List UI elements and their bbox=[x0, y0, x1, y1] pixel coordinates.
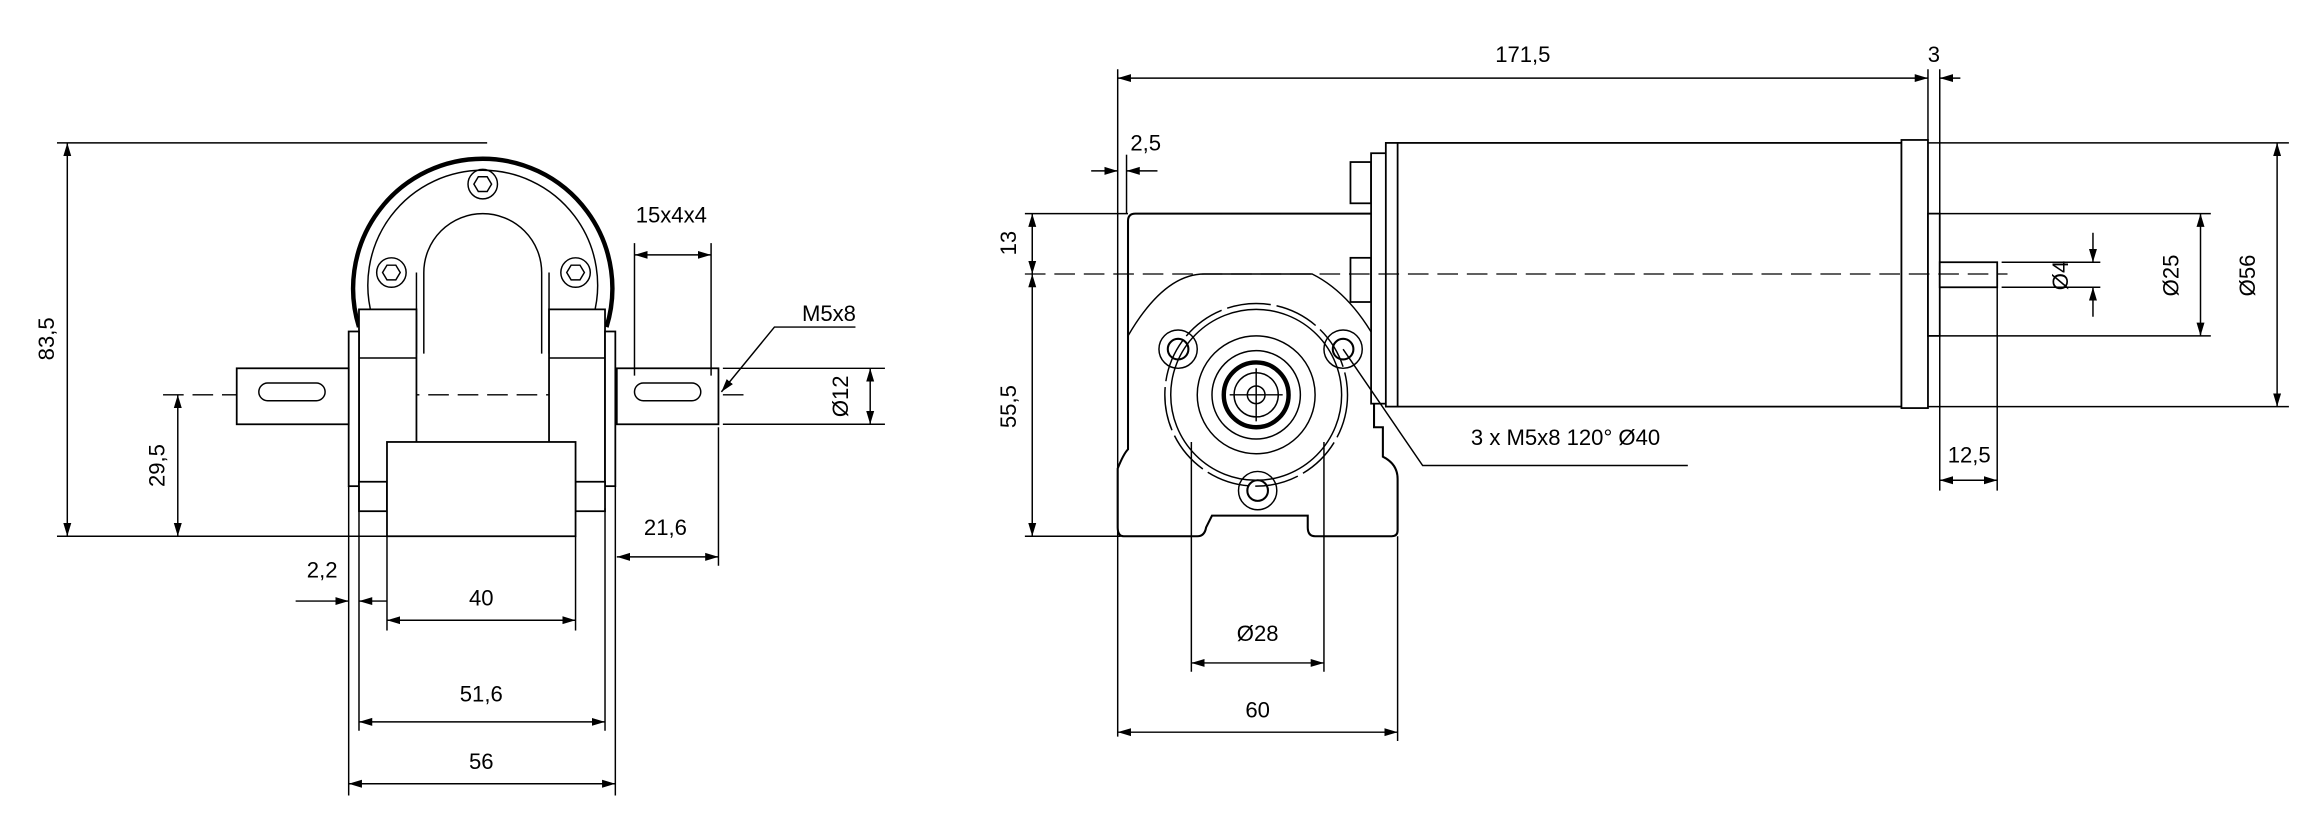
dim-offset: 2,5 bbox=[1130, 130, 1161, 155]
mounting-hole-icon bbox=[1158, 329, 1363, 511]
dim-shaft-length: 21,6 bbox=[644, 515, 687, 540]
dim-flange-thickness: 3 bbox=[1928, 42, 1940, 67]
dim-axis-offset: 13 bbox=[996, 231, 1021, 256]
motor-pilot bbox=[1927, 212, 1941, 337]
dim-height-total: 83,5 bbox=[34, 317, 59, 360]
dim-shaft-height: 29,5 bbox=[145, 444, 170, 487]
right-plate bbox=[604, 330, 617, 488]
left-plate bbox=[347, 330, 360, 488]
dim-motor-shaft-diameter: Ø4 bbox=[2048, 261, 2073, 290]
dim-total-width: 56 bbox=[469, 749, 494, 774]
dim-shaft-diameter: Ø12 bbox=[828, 375, 853, 417]
output-hub bbox=[1196, 335, 1316, 455]
dim-motor-shaft-length: 12,5 bbox=[1948, 443, 1991, 468]
left-output-shaft bbox=[235, 367, 350, 426]
dim-inner-width: 51,6 bbox=[460, 681, 503, 706]
dim-hub-diameter: Ø28 bbox=[1237, 621, 1279, 646]
dim-mounting-holes: 3 x M5x8 120° Ø40 bbox=[1471, 425, 1660, 450]
screw-icon bbox=[375, 168, 592, 289]
dim-pilot-diameter: Ø25 bbox=[2158, 255, 2183, 297]
dim-axis-height: 55,5 bbox=[996, 385, 1021, 428]
side-view: 83,5 29,5 15x4x4 M5x8 Ø12 21,6 2,2 40 51… bbox=[34, 142, 885, 796]
mounting-base bbox=[386, 441, 577, 538]
dim-total-length: 171,5 bbox=[1495, 42, 1550, 67]
motor-shaft bbox=[1938, 261, 1999, 289]
front-view: 171,5 3 2,5 13 55,5 Ø4 Ø25 Ø56 12,5 3 x … bbox=[996, 42, 2289, 742]
dim-flange-offset: 2,2 bbox=[307, 558, 338, 583]
dim-motor-diameter: Ø56 bbox=[2235, 255, 2260, 297]
right-output-shaft bbox=[615, 367, 720, 426]
dim-thread: M5x8 bbox=[802, 301, 856, 326]
dim-gearbox-width: 60 bbox=[1245, 697, 1270, 722]
motor-body bbox=[1396, 142, 1903, 408]
dim-base-width: 40 bbox=[469, 585, 494, 610]
dim-keyway: 15x4x4 bbox=[636, 202, 707, 227]
